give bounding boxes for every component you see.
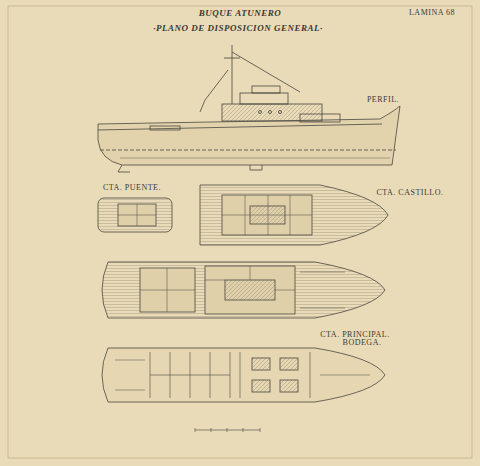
drawing-subtitle: ·PLANO DE DISPOSICION GENERAL· [153, 23, 322, 33]
view-label: BODEGA. [343, 338, 382, 347]
sheet-number: LAMINA 68 [409, 8, 455, 17]
view-label: PERFIL. [367, 95, 399, 104]
view-label: CTA. CASTILLO. [376, 188, 443, 197]
drawing-title: BUQUE ATUNERO [199, 8, 281, 18]
view-label: CTA. PRINCIPAL. [320, 330, 389, 339]
view-label: CTA. PUENTE. [103, 183, 161, 192]
